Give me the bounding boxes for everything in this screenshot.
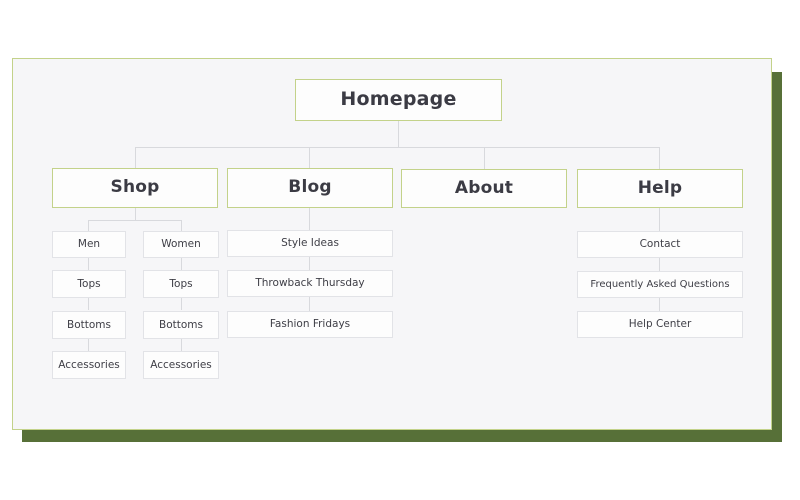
connector-blog-to-style-ideas bbox=[309, 207, 310, 230]
node-homepage[interactable]: Homepage bbox=[295, 79, 502, 121]
connector-drop-shop bbox=[135, 147, 136, 169]
node-women-accessories[interactable]: Accessories bbox=[143, 351, 219, 379]
connector-shop-drop-men bbox=[88, 220, 89, 231]
node-fashion-fridays[interactable]: Fashion Fridays bbox=[227, 311, 393, 338]
node-throwback-thursday[interactable]: Throwback Thursday bbox=[227, 270, 393, 297]
node-men-bottoms[interactable]: Bottoms bbox=[52, 311, 126, 339]
connector-faq-to-help-center bbox=[659, 298, 660, 311]
connector-throwback-to-fashion bbox=[309, 297, 310, 311]
node-women[interactable]: Women bbox=[143, 231, 219, 258]
node-women-tops[interactable]: Tops bbox=[143, 270, 219, 298]
connector-style-ideas-to-throwback bbox=[309, 257, 310, 270]
connector-level2-bus bbox=[135, 147, 660, 148]
node-men-tops[interactable]: Tops bbox=[52, 270, 126, 298]
node-men[interactable]: Men bbox=[52, 231, 126, 258]
node-style-ideas[interactable]: Style Ideas bbox=[227, 230, 393, 257]
connector-contact-to-faq bbox=[659, 258, 660, 271]
node-men-accessories[interactable]: Accessories bbox=[52, 351, 126, 379]
node-about[interactable]: About bbox=[401, 169, 567, 208]
node-women-bottoms[interactable]: Bottoms bbox=[143, 311, 219, 339]
connector-help-to-contact bbox=[659, 207, 660, 231]
connector-drop-about bbox=[484, 147, 485, 169]
connector-shop-stem bbox=[135, 207, 136, 220]
node-contact[interactable]: Contact bbox=[577, 231, 743, 258]
connector-women-bottoms-to-accessories bbox=[181, 339, 182, 351]
node-help-center[interactable]: Help Center bbox=[577, 311, 743, 338]
node-shop[interactable]: Shop bbox=[52, 168, 218, 208]
connector-shop-bus bbox=[88, 220, 181, 221]
connector-drop-blog bbox=[309, 147, 310, 169]
connector-root-stem bbox=[398, 121, 399, 147]
connector-shop-drop-women bbox=[181, 220, 182, 231]
connector-men-bottoms-to-accessories bbox=[88, 339, 89, 351]
connector-drop-help bbox=[659, 147, 660, 169]
connector-women-tops-to-bottoms bbox=[181, 298, 182, 310]
connector-women-to-tops bbox=[181, 258, 182, 270]
node-help[interactable]: Help bbox=[577, 169, 743, 208]
connector-men-tops-to-bottoms bbox=[88, 298, 89, 310]
connector-men-to-tops bbox=[88, 258, 89, 270]
node-faq[interactable]: Frequently Asked Questions bbox=[577, 271, 743, 298]
node-blog[interactable]: Blog bbox=[227, 168, 393, 208]
